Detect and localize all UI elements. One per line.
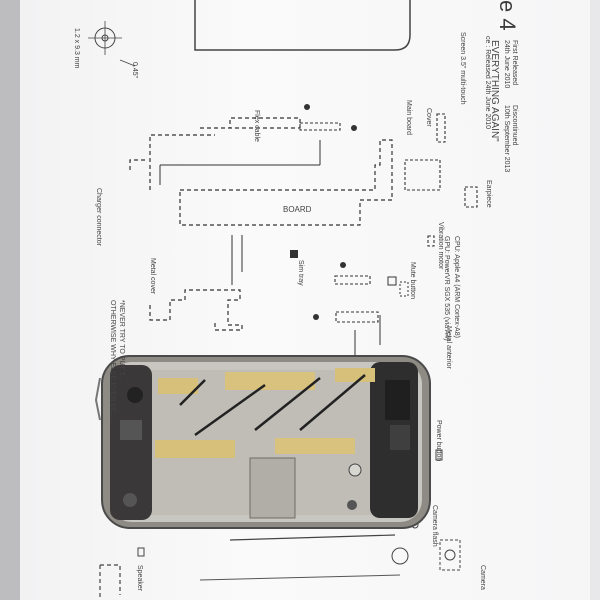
warning-line1: *NEVER TRY TO PUT T... <box>118 300 125 381</box>
label-speaker: Speaker <box>136 565 143 592</box>
label-charger-connector: Charger connector <box>95 188 102 246</box>
cpu-spec: CPU: Apple A4 (ARM Cortex-A8) <box>453 236 460 338</box>
release-label: First Released <box>511 40 518 86</box>
release-line2: ce : Released 24th June 2010 <box>484 36 491 130</box>
label-camera: Camera <box>479 565 486 590</box>
label-earpiece: Earpiece <box>485 180 492 208</box>
label-power-button: Power button <box>435 420 442 462</box>
label-sim-tray: Sim tray <box>297 260 304 286</box>
model-title: e 4 <box>495 0 520 31</box>
label-flex-cable: Flex cable <box>253 110 260 142</box>
iphone-midframe <box>94 355 431 529</box>
label-vibration-motor: Vibration motor <box>437 222 444 270</box>
label-metal-anterior: Metal anterior <box>445 326 452 369</box>
label-camera-flash: Camera flash <box>431 505 438 547</box>
angle-note: 0.45" <box>131 62 138 79</box>
label-metal-cover: Metal cover <box>149 258 156 295</box>
label-cover: Cover <box>425 108 432 127</box>
discontinued-label: Discontinued <box>511 105 518 146</box>
screen-spec: Screen 3.5" multi-touch <box>459 32 466 105</box>
discontinued-value: 10th September 2013 <box>503 105 510 173</box>
label-mute-button: Mute button <box>409 262 416 299</box>
dimension-note: 1.2 x 9.3 mm <box>73 28 80 69</box>
label-board: BOARD <box>283 205 312 214</box>
label-main-board: Main board <box>405 100 412 136</box>
release-value: 24th June 2010 <box>503 40 510 89</box>
warning-line2: OTHERWISE WHY ELSE EVEN BE... <box>109 300 116 419</box>
gpu-spec: GPU: PowerVR SGX 535 (via A4) <box>443 236 450 341</box>
desk-background <box>0 0 22 600</box>
